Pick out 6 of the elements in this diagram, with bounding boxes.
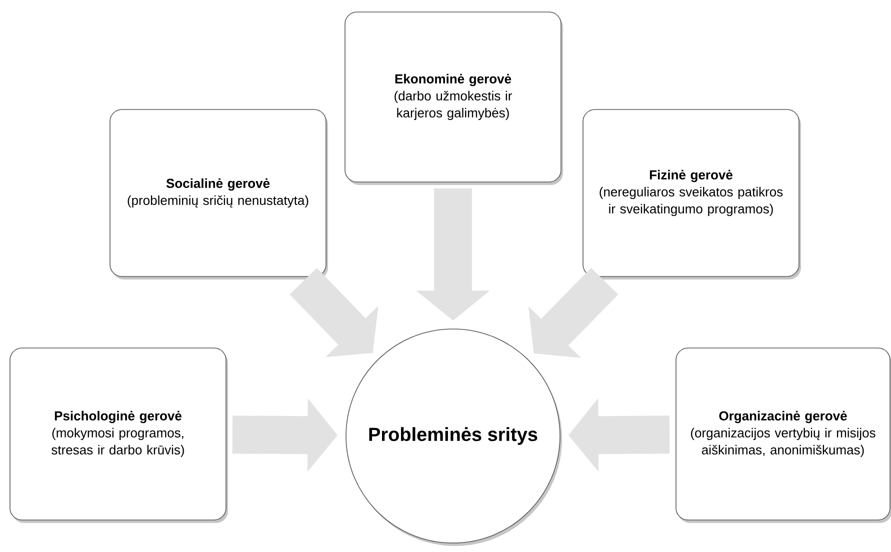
- text-box: Fizinė gerovė (nereguliaros sveikatos patikros ir sveikatingumo programos): [582, 109, 801, 280]
- text-box: Organizacinė gerovė (organizacijos vertybių ir misijos aiškinimas, anonimiškumas): [676, 348, 891, 523]
- circle-node: Probleminės sritys: [346, 328, 562, 546]
- text-box: Psichologinė gerovė (mokymosi programos, stresas ir darbo krūvis): [10, 348, 228, 523]
- text-box: Socialinė gerovė (probleminių sričių nenustatyta): [110, 109, 328, 280]
- text-box: Ekonominė gerovė (darbo užmokestis ir karjeros galimybės): [344, 12, 563, 185]
